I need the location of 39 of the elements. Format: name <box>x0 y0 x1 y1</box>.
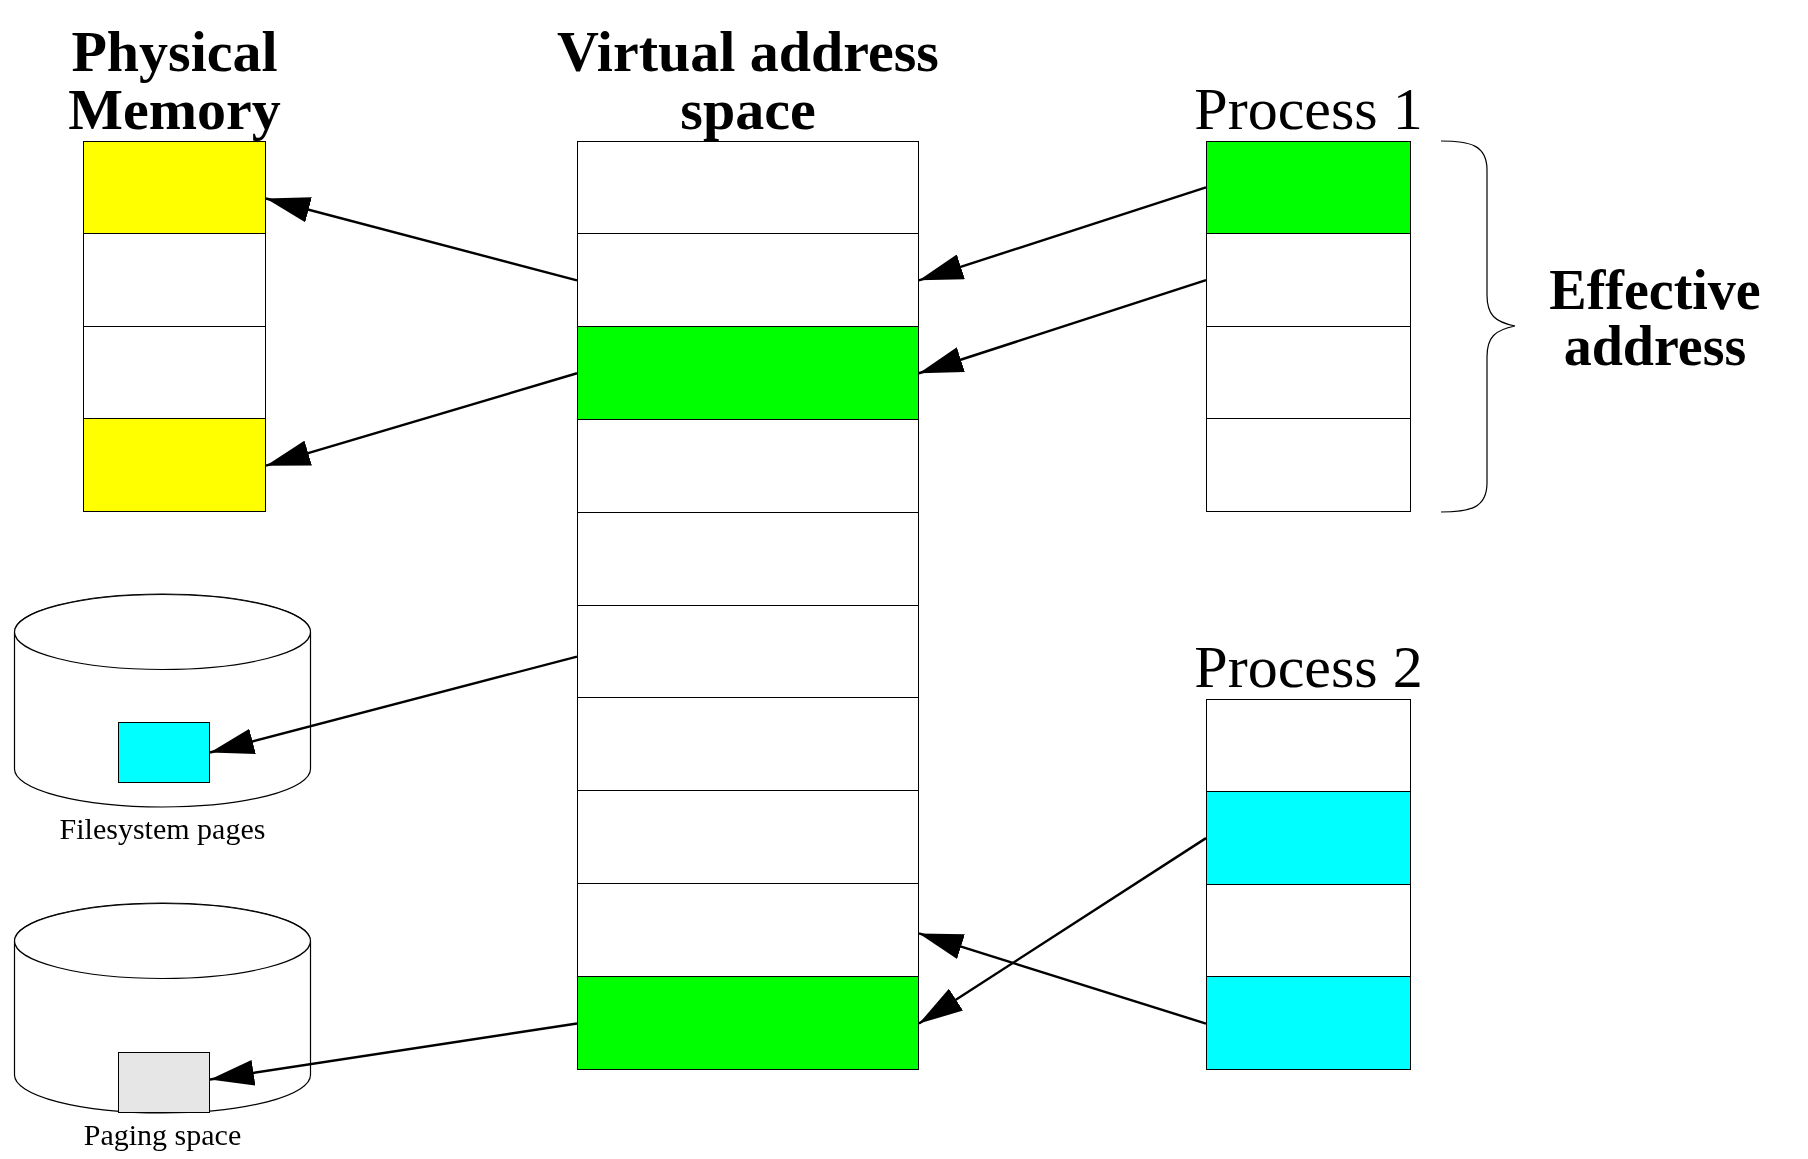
page-cell <box>1206 792 1411 885</box>
column-heading: Process 2 <box>1193 637 1424 697</box>
page-cell <box>1206 419 1411 512</box>
page-cell <box>577 698 919 791</box>
page-cell <box>577 513 919 606</box>
page-cell <box>577 420 919 513</box>
page-cell <box>1206 885 1411 977</box>
column-heading: Physical Memory <box>67 23 282 139</box>
page-cell <box>577 234 919 327</box>
column-heading: Virtual address space <box>556 23 940 139</box>
page-cell <box>577 141 919 234</box>
page-cell <box>83 419 266 512</box>
arrow <box>209 1022 578 1086</box>
page-cell <box>577 977 919 1070</box>
arrow <box>918 837 1207 1025</box>
page-cell <box>577 791 919 884</box>
arrow <box>209 655 578 754</box>
page-cell <box>1206 234 1411 327</box>
storage-caption: Filesystem pages <box>58 813 267 845</box>
brace-label: Effective address <box>1548 262 1762 374</box>
arrow <box>265 197 578 282</box>
page-cell <box>1206 141 1411 234</box>
page-cell <box>577 327 919 420</box>
page-block <box>118 722 210 783</box>
storage-caption: Paging space <box>82 1119 243 1151</box>
arrow <box>918 186 1207 282</box>
column-heading: Process 1 <box>1193 79 1424 139</box>
page-cell <box>1206 699 1411 792</box>
page-cell <box>577 884 919 977</box>
page-cell <box>83 234 266 327</box>
arrow <box>265 372 578 467</box>
page-block <box>118 1052 210 1113</box>
page-cell <box>1206 327 1411 419</box>
page-cell <box>1206 977 1411 1070</box>
arrow <box>918 279 1207 375</box>
page-cell <box>577 606 919 698</box>
page-cell <box>83 327 266 419</box>
page-cell <box>83 141 266 234</box>
arrow <box>918 932 1207 1025</box>
